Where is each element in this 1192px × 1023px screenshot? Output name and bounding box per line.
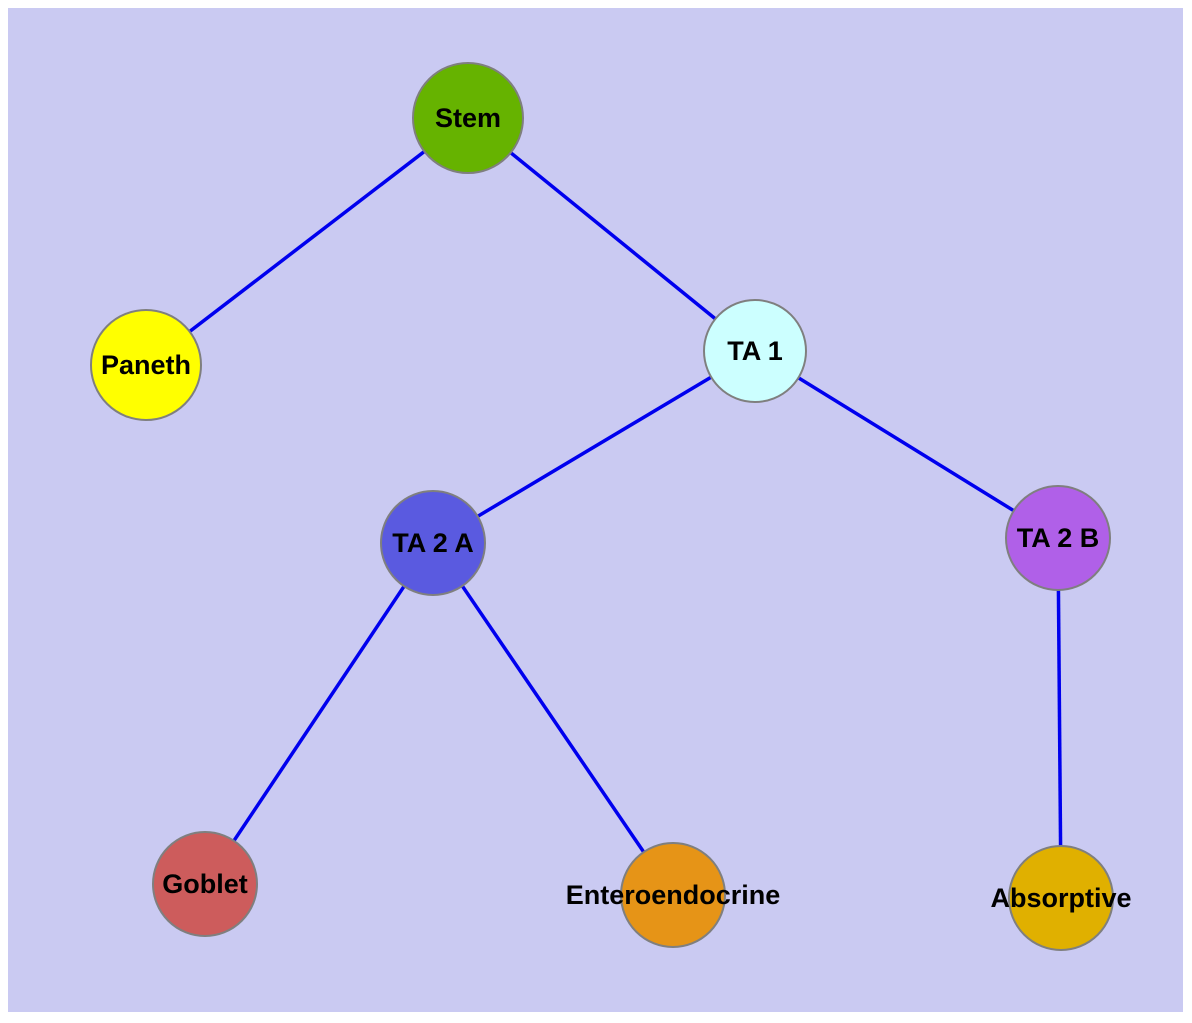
node-stem-circle[interactable] (412, 62, 524, 174)
node-ta-1[interactable]: TA 1 (703, 299, 807, 403)
node-goblet-circle[interactable] (152, 831, 258, 937)
node-absorptive-circle[interactable] (1008, 845, 1114, 951)
edge-ta-2-b-to-absorptive (1056, 537, 1063, 899)
edge-stem-to-ta-1 (466, 116, 757, 353)
node-enteroendocrine-circle[interactable] (620, 842, 726, 948)
edge-stem-to-paneth (144, 116, 470, 367)
node-goblet[interactable]: Goblet (152, 831, 258, 937)
node-paneth[interactable]: Paneth (90, 309, 202, 421)
edge-ta-2-a-to-enteroendocrine (431, 542, 675, 896)
edge-ta-2-a-to-goblet (203, 542, 435, 885)
node-ta-1-circle[interactable] (703, 299, 807, 403)
edge-ta-1-to-ta-2-a (432, 349, 756, 545)
edge-ta-1-to-ta-2-b (754, 349, 1059, 540)
node-ta-2-a[interactable]: TA 2 A (380, 490, 486, 596)
node-ta-2-b-circle[interactable] (1005, 485, 1111, 591)
node-ta-2-b[interactable]: TA 2 B (1005, 485, 1111, 591)
node-stem[interactable]: Stem (412, 62, 524, 174)
node-paneth-circle[interactable] (90, 309, 202, 421)
node-ta-2-a-circle[interactable] (380, 490, 486, 596)
